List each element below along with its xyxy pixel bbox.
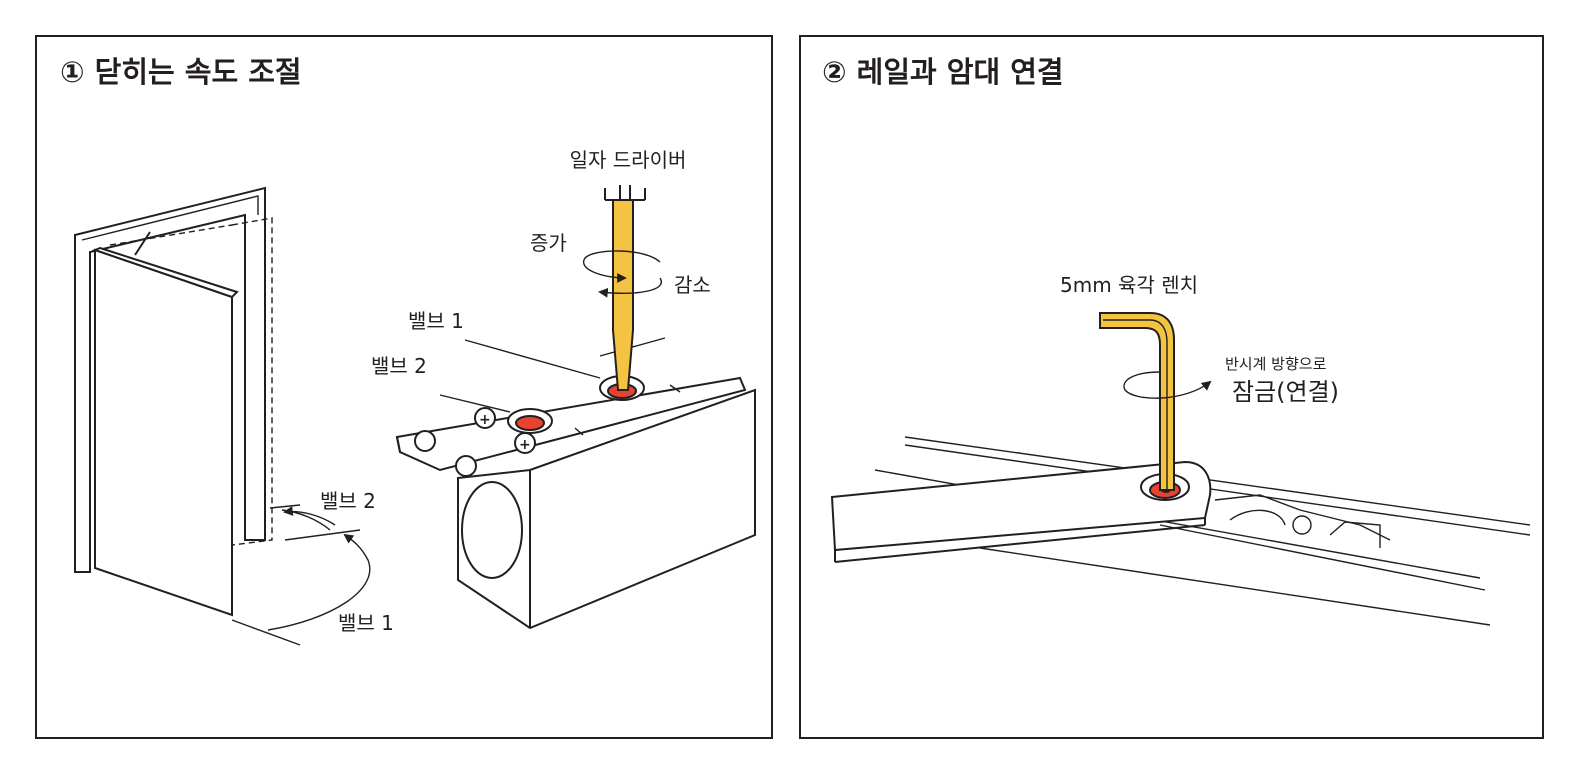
label-valve-1-door: 밸브 1 [338, 611, 394, 635]
panel-frame [35, 35, 773, 739]
label-tool: 5mm 육각 렌치 [1060, 273, 1198, 297]
label-valve-2-door: 밸브 2 [320, 489, 376, 513]
label-valve-2-top: 밸브 2 [371, 354, 427, 378]
panel-frame [799, 35, 1544, 739]
label-tool: 일자 드라이버 [570, 148, 687, 172]
label-increase: 증가 [530, 231, 567, 255]
panel-title: ② 레일과 암대 연결 [822, 55, 1064, 89]
arm-illustration [830, 460, 1212, 563]
flathead-screwdriver-illustration [582, 185, 663, 391]
svg-text:+: + [479, 412, 491, 428]
door-closer-illustration: + + [395, 337, 756, 630]
panel-rail-arm-connect: ② 레일과 암대 연결 5mm 육각 렌치 반시계 [799, 35, 1544, 739]
label-valve-1-top: 밸브 1 [408, 309, 464, 333]
svg-text:+: + [519, 437, 531, 453]
label-direction: 반시계 방향으로 [1225, 355, 1327, 373]
panel-title: ① 닫히는 속도 조절 [60, 55, 302, 89]
hex-wrench-illustration [1099, 312, 1212, 491]
label-decrease: 감소 [674, 273, 711, 297]
valve-2 [515, 415, 545, 431]
door-illustration [74, 186, 371, 646]
label-action: 잠금(연결) [1232, 378, 1339, 406]
panel-speed-adjust: ① 닫히는 속도 조절 [35, 35, 773, 739]
